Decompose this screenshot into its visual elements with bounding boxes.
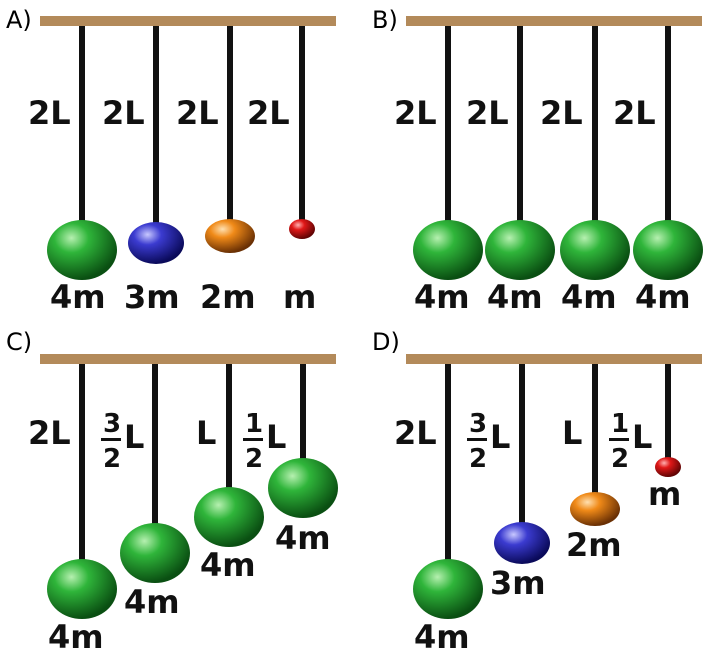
panel-d: D) 2L 3 2 L L 1 2 L 4m 3m 2m m xyxy=(372,328,702,655)
bob-green xyxy=(633,220,703,280)
panel-label: B) xyxy=(372,6,398,34)
fraction-denominator: 2 xyxy=(245,444,263,474)
mass-label: 4m xyxy=(124,583,180,621)
fraction-denominator: 2 xyxy=(103,444,121,474)
length-label: 2L xyxy=(176,94,219,132)
length-label: 2L xyxy=(247,94,290,132)
mass-label: 4m xyxy=(50,278,106,316)
bob-red xyxy=(655,457,681,477)
fraction-bar xyxy=(467,438,487,441)
support-bar xyxy=(40,16,336,26)
panel-b: B) 2L 2L 2L 2L 4m 4m 4m 4m xyxy=(372,6,703,316)
bob-green xyxy=(560,220,630,280)
length-unit: L xyxy=(490,418,510,456)
bob-green xyxy=(485,220,555,280)
length-label: 2L xyxy=(394,94,437,132)
bob-green xyxy=(413,220,483,280)
mass-label: 2m xyxy=(566,526,622,564)
fraction-numerator: 1 xyxy=(245,409,263,439)
length-label: 2L xyxy=(613,94,656,132)
mass-label: 2m xyxy=(200,278,256,316)
mass-label: 4m xyxy=(48,618,104,655)
support-bar xyxy=(406,16,702,26)
panel-c: C) 2L 3 2 L L 1 2 L 4m 4m 4m 4m xyxy=(6,328,338,655)
bob-red xyxy=(289,219,315,239)
mass-label: 4m xyxy=(414,278,470,316)
bob-green xyxy=(120,523,190,583)
mass-label: 4m xyxy=(414,618,470,655)
length-label: 2L xyxy=(466,94,509,132)
fraction-numerator: 1 xyxy=(611,409,629,439)
fraction-length-label: 3 2 L xyxy=(101,409,144,474)
mass-label: m xyxy=(283,278,316,316)
fraction-length-label: 1 2 L xyxy=(609,409,652,474)
bob-blue xyxy=(128,222,184,264)
panel-label: D) xyxy=(372,328,400,356)
mass-label: 4m xyxy=(275,519,331,557)
support-bar xyxy=(40,354,336,364)
fraction-length-label: 1 2 L xyxy=(243,409,286,474)
bob-green xyxy=(413,559,483,619)
mass-label: 4m xyxy=(561,278,617,316)
support-bar xyxy=(406,354,702,364)
length-label: L xyxy=(562,414,582,452)
mass-label: 3m xyxy=(124,278,180,316)
length-unit: L xyxy=(124,418,144,456)
fraction-denominator: 2 xyxy=(611,444,629,474)
fraction-length-label: 3 2 L xyxy=(467,409,510,474)
length-unit: L xyxy=(266,418,286,456)
bob-green xyxy=(47,220,117,280)
fraction-numerator: 3 xyxy=(103,409,121,439)
length-label: L xyxy=(196,414,216,452)
bob-green xyxy=(194,487,264,547)
mass-label: 4m xyxy=(635,278,691,316)
bob-blue xyxy=(494,522,550,564)
bob-green xyxy=(268,458,338,518)
length-label: 2L xyxy=(394,414,437,452)
length-label: 2L xyxy=(102,94,145,132)
fraction-bar xyxy=(243,438,263,441)
fraction-bar xyxy=(101,438,121,441)
fraction-bar xyxy=(609,438,629,441)
length-label: 2L xyxy=(28,94,71,132)
mass-label: m xyxy=(648,475,681,513)
bob-orange xyxy=(570,492,620,526)
fraction-numerator: 3 xyxy=(469,409,487,439)
mass-label: 4m xyxy=(487,278,543,316)
length-unit: L xyxy=(632,418,652,456)
panel-a: A) 2L 2L 2L 2L 4m 3m 2m m xyxy=(6,6,336,316)
mass-label: 4m xyxy=(200,546,256,584)
panel-label: C) xyxy=(6,328,32,356)
length-label: 2L xyxy=(540,94,583,132)
bob-green xyxy=(47,559,117,619)
mass-label: 3m xyxy=(490,564,546,602)
fraction-denominator: 2 xyxy=(469,444,487,474)
panel-label: A) xyxy=(6,6,32,34)
length-label: 2L xyxy=(28,414,71,452)
bob-orange xyxy=(205,219,255,253)
